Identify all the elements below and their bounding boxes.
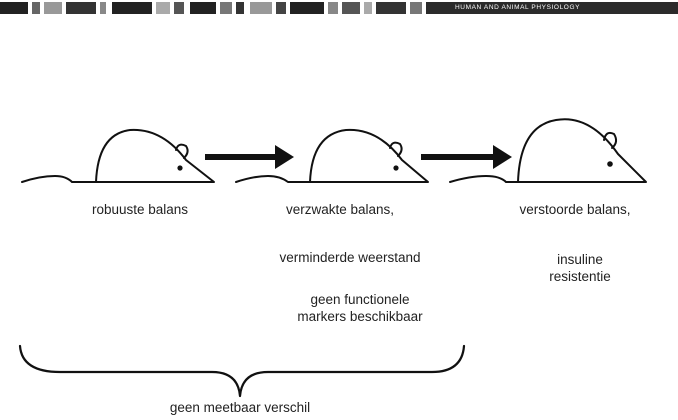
mouse-icon [21, 128, 215, 183]
note-no-markers: geen functionele markers beschikbaar [297, 292, 423, 324]
note-insulin-resistance: insuline resistentie [549, 252, 611, 284]
curly-brace [18, 344, 466, 398]
brace-label: geen meetbaar verschil [169, 400, 311, 415]
stage-label-weakened: verzwakte balans, [285, 202, 395, 217]
mouse-icon [449, 118, 647, 183]
arrow-right-icon [205, 145, 294, 169]
stage-label-robust: robuuste balans [91, 202, 189, 217]
header-text: HUMAN AND ANIMAL PHYSIOLOGY [455, 4, 581, 11]
note-reduced-resistance: verminderde weerstand [279, 250, 421, 265]
arrow-right-icon [421, 145, 512, 169]
mouse-icon [235, 128, 429, 183]
stage-label-disturbed: verstoorde balans, [519, 202, 631, 217]
header-bar [0, 0, 678, 16]
